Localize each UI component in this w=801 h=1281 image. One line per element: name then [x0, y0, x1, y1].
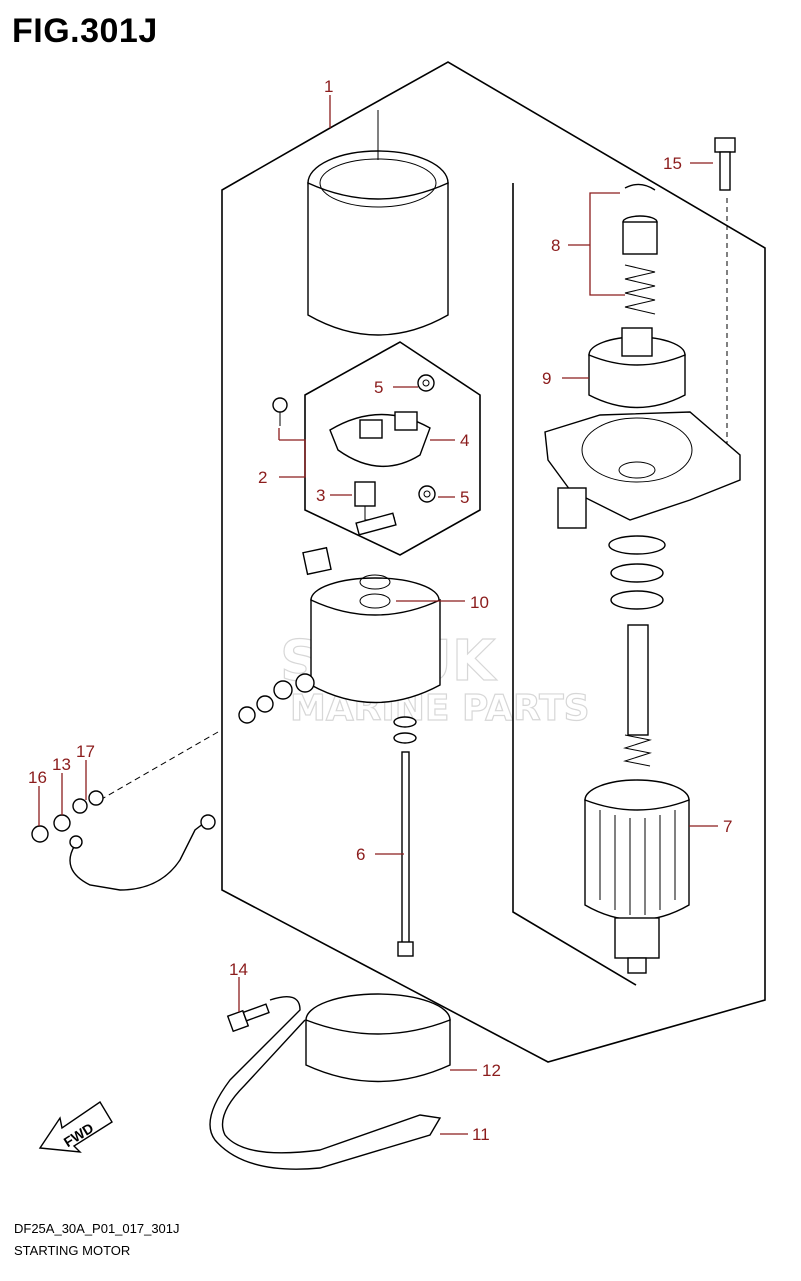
nut-square [302, 546, 332, 576]
leader-lines [38, 95, 718, 1135]
callout-12: 12 [482, 1061, 501, 1080]
bolt-15 [714, 137, 736, 191]
band-cushion [305, 993, 451, 1083]
callout-11: 11 [472, 1125, 490, 1144]
callout-1: 1 [324, 77, 333, 96]
cable-assembly [31, 790, 216, 891]
figure-title: FIG.301J [12, 12, 158, 50]
band-strap [209, 996, 442, 1170]
callouts: 1 2 3 4 5 5 6 7 8 9 10 11 12 13 14 15 16… [28, 77, 732, 1144]
callout-13: 13 [52, 755, 71, 774]
thrust-washers [608, 535, 666, 610]
bolt-14 [226, 1003, 270, 1033]
pinion-gear [588, 327, 686, 409]
fwd-arrow-icon: FWD [38, 1101, 113, 1153]
inner-frame [512, 183, 637, 986]
end-cap [310, 574, 441, 704]
figure-code: DF25A_30A_P01_017_301J [14, 1221, 180, 1236]
callout-16: 16 [28, 768, 47, 787]
small-screw [272, 397, 288, 426]
callout-8: 8 [551, 236, 560, 255]
callout-4: 4 [460, 431, 469, 450]
washer-stack [238, 673, 315, 724]
callout-14: 14 [229, 960, 248, 979]
front-housing [544, 411, 741, 529]
through-bolt [393, 716, 417, 957]
dashed-axis-left [99, 731, 219, 801]
callout-5b: 5 [460, 488, 469, 507]
callout-15: 15 [663, 154, 682, 173]
callout-7: 7 [723, 817, 732, 836]
springs-bottom [418, 485, 436, 503]
callout-6: 6 [356, 845, 365, 864]
brush [354, 481, 397, 536]
figure-name: STARTING MOTOR [14, 1243, 131, 1258]
springs-top [417, 374, 435, 392]
yoke-housing [307, 110, 449, 336]
brush-holder-plate [329, 411, 431, 467]
assembly-frame [221, 61, 766, 1063]
callout-10: 10 [470, 593, 489, 612]
callout-9: 9 [542, 369, 551, 388]
brush-holder-frame [304, 341, 481, 556]
callout-2: 2 [258, 468, 267, 487]
armature [584, 624, 690, 974]
callout-17: 17 [76, 742, 95, 761]
callout-3: 3 [316, 486, 325, 505]
callout-5a: 5 [374, 378, 383, 397]
pinion-stop-set [622, 183, 658, 315]
